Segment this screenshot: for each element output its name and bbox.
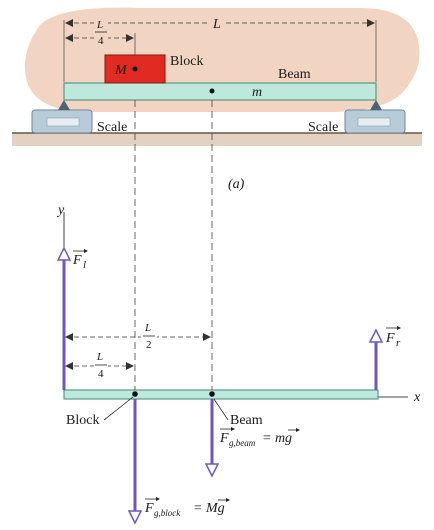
force-diagram: y x F l F r	[56, 100, 421, 525]
block-mass-label: M	[114, 63, 128, 78]
block-weight-label: F g,block = Mg	[144, 497, 230, 518]
svg-text:F: F	[144, 501, 154, 516]
quarter-num-b: L	[96, 351, 103, 363]
force-right-label: F r	[385, 326, 401, 349]
svg-text:F: F	[385, 331, 395, 346]
x-axis-label: x	[413, 390, 421, 405]
force-left-label: F l	[72, 249, 88, 271]
block-center-dot	[132, 66, 138, 72]
ground	[12, 133, 422, 146]
force-left-arrow	[56, 246, 72, 390]
block-point	[132, 391, 138, 397]
block-label-b: Block	[66, 413, 99, 428]
beam-weight-arrow	[204, 399, 220, 478]
beam	[63, 82, 377, 101]
setup-illustration: m Beam M Block L L 4 Scale Scale (a)	[12, 7, 422, 192]
half-den: 2	[146, 339, 152, 351]
y-axis-label: y	[56, 203, 65, 218]
block-weight-arrow	[127, 399, 143, 525]
beam-point	[209, 391, 215, 397]
quarter-num-a: L	[96, 19, 103, 31]
half-num: L	[144, 322, 151, 334]
svg-text:l: l	[83, 259, 86, 271]
left-scale	[31, 100, 93, 134]
caption-a: (a)	[228, 177, 245, 192]
length-label: L	[212, 17, 221, 32]
beam-label-b: Beam	[230, 413, 263, 428]
quarter-den-a: 4	[98, 35, 104, 47]
scale-right-label: Scale	[308, 120, 338, 135]
force-right-arrow	[368, 328, 384, 390]
svg-text:g,block: g,block	[154, 508, 181, 518]
beam-center-dot	[209, 88, 215, 94]
block-label: Block	[170, 54, 203, 69]
svg-text:= mg: = mg	[262, 431, 292, 446]
svg-text:r: r	[396, 337, 401, 349]
beam-label: Beam	[278, 67, 311, 82]
beam-weight-label: F g,beam = mg	[219, 427, 300, 448]
scale-left-label: Scale	[97, 120, 127, 135]
svg-text:g,beam: g,beam	[229, 438, 256, 448]
svg-text:F: F	[219, 431, 229, 446]
svg-text:= Mg: = Mg	[193, 501, 225, 516]
right-scale	[344, 100, 406, 134]
svg-text:F: F	[72, 253, 82, 268]
beam-mass-label: m	[252, 85, 262, 100]
beam-b	[63, 389, 379, 400]
quarter-den-b: 4	[98, 368, 104, 380]
